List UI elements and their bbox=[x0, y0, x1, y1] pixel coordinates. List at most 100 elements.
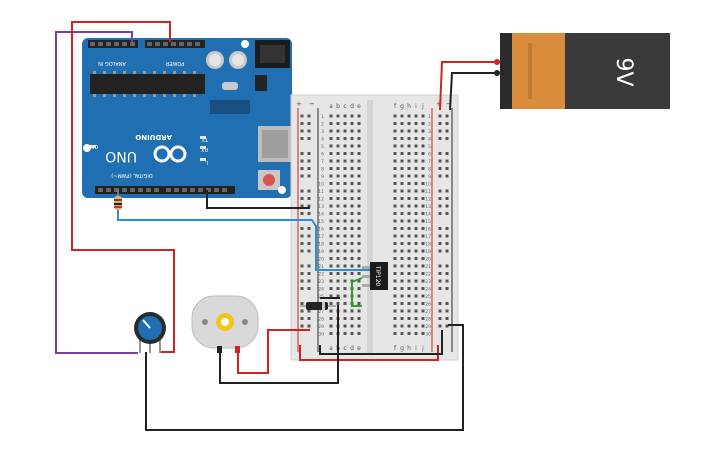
breadboard-hole[interactable] bbox=[393, 197, 397, 200]
breadboard-hole[interactable] bbox=[407, 234, 411, 238]
breadboard-hole[interactable] bbox=[329, 302, 333, 305]
breadboard-hole[interactable] bbox=[350, 332, 354, 335]
potentiometer[interactable] bbox=[134, 312, 166, 353]
wire-red-motor[interactable] bbox=[237, 329, 310, 374]
breadboard-hole[interactable] bbox=[393, 317, 397, 320]
breadboard-hole[interactable] bbox=[421, 324, 425, 328]
breadboard-hole[interactable] bbox=[421, 167, 425, 170]
breadboard-hole[interactable] bbox=[336, 287, 340, 290]
breadboard-hole[interactable] bbox=[407, 122, 411, 125]
breadboard-hole[interactable] bbox=[414, 137, 418, 140]
breadboard-hole[interactable] bbox=[350, 204, 354, 208]
breadboard-hole[interactable] bbox=[400, 212, 404, 215]
breadboard-hole[interactable] bbox=[350, 197, 354, 200]
breadboard-hole[interactable] bbox=[400, 249, 404, 253]
breadboard-hole[interactable] bbox=[407, 189, 411, 193]
breadboard-hole[interactable] bbox=[329, 137, 333, 140]
breadboard-hole[interactable] bbox=[400, 219, 404, 223]
breadboard-hole[interactable] bbox=[350, 144, 354, 148]
breadboard-hole[interactable] bbox=[393, 287, 397, 290]
breadboard-hole[interactable] bbox=[421, 294, 425, 298]
dc-motor[interactable] bbox=[191, 295, 259, 353]
breadboard-hole[interactable] bbox=[393, 114, 397, 118]
rail-hole[interactable] bbox=[438, 227, 442, 230]
breadboard-hole[interactable] bbox=[421, 302, 425, 305]
breadboard-hole[interactable] bbox=[414, 272, 418, 275]
resistor[interactable] bbox=[114, 190, 122, 212]
rail-hole[interactable] bbox=[307, 174, 311, 178]
breadboard-hole[interactable] bbox=[343, 264, 347, 268]
rail-hole[interactable] bbox=[300, 129, 304, 133]
rail-hole[interactable] bbox=[438, 249, 442, 253]
breadboard-hole[interactable] bbox=[336, 189, 340, 193]
rail-hole[interactable] bbox=[445, 122, 449, 125]
breadboard-hole[interactable] bbox=[407, 332, 411, 335]
rail-hole[interactable] bbox=[300, 197, 304, 200]
rail-hole[interactable] bbox=[300, 137, 304, 140]
breadboard-hole[interactable] bbox=[400, 242, 404, 245]
breadboard-hole[interactable] bbox=[407, 294, 411, 298]
breadboard-hole[interactable] bbox=[414, 122, 418, 125]
breadboard-hole[interactable] bbox=[421, 159, 425, 163]
breadboard-hole[interactable] bbox=[343, 302, 347, 305]
breadboard-hole[interactable] bbox=[407, 272, 411, 275]
breadboard-hole[interactable] bbox=[343, 324, 347, 328]
rail-hole[interactable] bbox=[438, 212, 442, 215]
wire-black-pot-gnd[interactable] bbox=[145, 324, 464, 431]
breadboard-hole[interactable] bbox=[421, 114, 425, 118]
rail-hole[interactable] bbox=[307, 249, 311, 253]
breadboard-hole[interactable] bbox=[407, 302, 411, 305]
rail-hole[interactable] bbox=[300, 302, 304, 305]
rail-hole[interactable] bbox=[300, 227, 304, 230]
breadboard-hole[interactable] bbox=[400, 182, 404, 185]
breadboard-hole[interactable] bbox=[400, 189, 404, 193]
breadboard-hole[interactable] bbox=[357, 249, 361, 253]
wire-purple[interactable] bbox=[55, 31, 138, 354]
breadboard-hole[interactable] bbox=[400, 204, 404, 208]
rail-hole[interactable] bbox=[438, 317, 442, 320]
wire-black-rail-bridge[interactable] bbox=[319, 330, 443, 355]
wire-green[interactable] bbox=[351, 277, 363, 307]
rail-hole[interactable] bbox=[438, 272, 442, 275]
breadboard-hole[interactable] bbox=[357, 287, 361, 290]
diode[interactable] bbox=[300, 302, 336, 310]
breadboard-hole[interactable] bbox=[400, 272, 404, 275]
rail-hole[interactable] bbox=[445, 302, 449, 305]
breadboard-hole[interactable] bbox=[400, 309, 404, 313]
breadboard-hole[interactable] bbox=[329, 294, 333, 298]
breadboard-hole[interactable] bbox=[336, 129, 340, 133]
rail-hole[interactable] bbox=[438, 174, 442, 178]
wire-blue-signal[interactable] bbox=[117, 210, 372, 271]
breadboard-hole[interactable] bbox=[343, 182, 347, 185]
wire-red-pot[interactable] bbox=[71, 21, 175, 353]
breadboard-hole[interactable] bbox=[414, 152, 418, 155]
breadboard-hole[interactable] bbox=[357, 272, 361, 275]
breadboard-hole[interactable] bbox=[393, 242, 397, 245]
rail-hole[interactable] bbox=[445, 317, 449, 320]
rail-hole[interactable] bbox=[438, 242, 442, 245]
breadboard-hole[interactable] bbox=[357, 294, 361, 298]
breadboard-hole[interactable] bbox=[343, 174, 347, 178]
breadboard-hole[interactable] bbox=[407, 114, 411, 118]
breadboard-hole[interactable] bbox=[414, 114, 418, 118]
rail-hole[interactable] bbox=[438, 122, 442, 125]
breadboard-hole[interactable] bbox=[329, 182, 333, 185]
battery-9v[interactable]: 9V bbox=[494, 33, 670, 109]
breadboard-hole[interactable] bbox=[393, 272, 397, 275]
breadboard-hole[interactable] bbox=[336, 242, 340, 245]
rail-hole[interactable] bbox=[307, 159, 311, 163]
breadboard-hole[interactable] bbox=[343, 242, 347, 245]
breadboard-hole[interactable] bbox=[421, 242, 425, 245]
rail-hole[interactable] bbox=[445, 129, 449, 133]
breadboard-hole[interactable] bbox=[343, 167, 347, 170]
rail-hole[interactable] bbox=[445, 197, 449, 200]
breadboard-hole[interactable] bbox=[329, 317, 333, 320]
breadboard-hole[interactable] bbox=[414, 242, 418, 245]
breadboard-hole[interactable] bbox=[357, 129, 361, 133]
breadboard-hole[interactable] bbox=[393, 302, 397, 305]
breadboard-hole[interactable] bbox=[400, 302, 404, 305]
breadboard-hole[interactable] bbox=[393, 332, 397, 335]
breadboard-hole[interactable] bbox=[414, 219, 418, 223]
wire-black-gnd[interactable] bbox=[206, 190, 310, 209]
